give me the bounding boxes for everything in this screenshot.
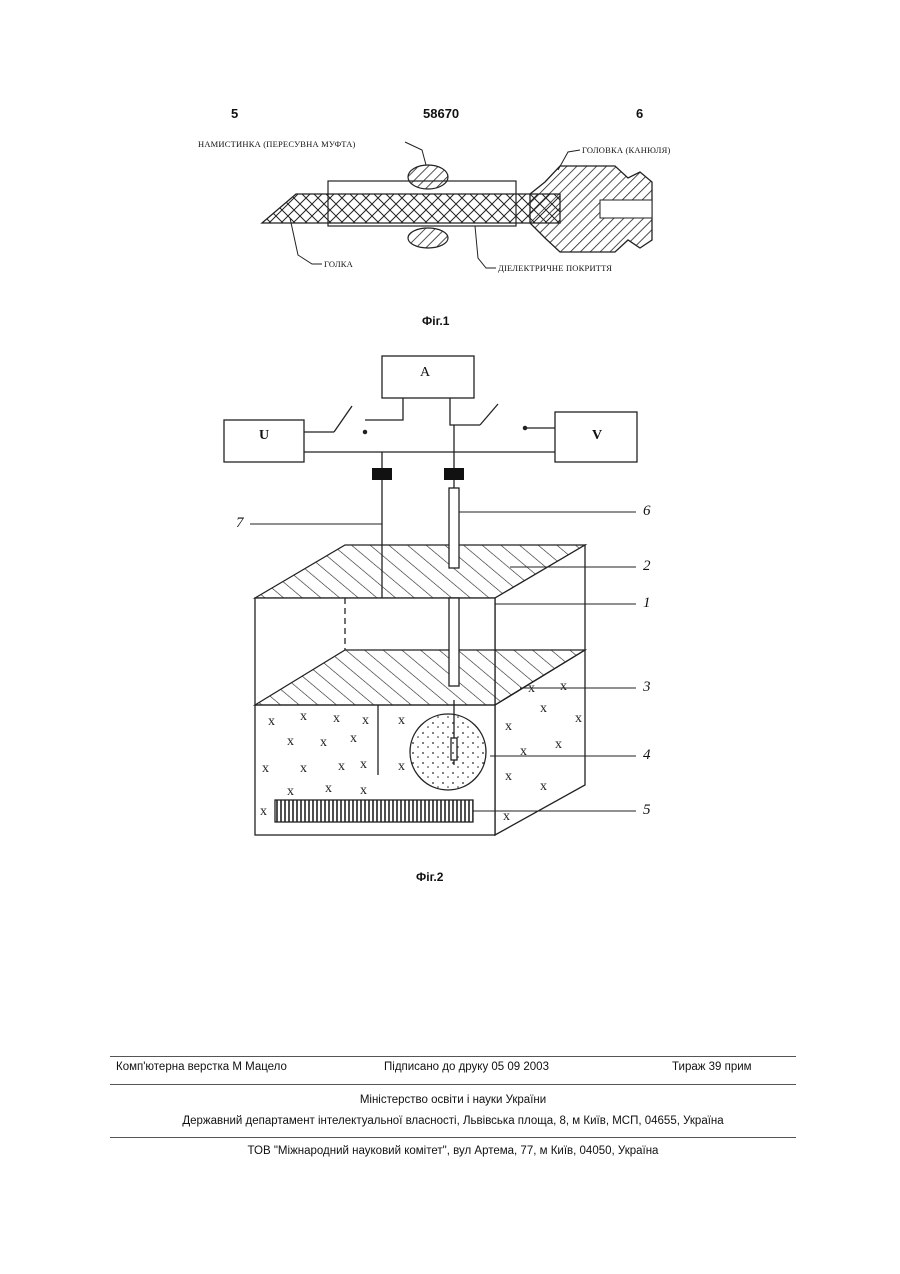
callout-2: 2: [643, 558, 651, 575]
svg-text:x: x: [505, 769, 512, 784]
svg-text:x: x: [268, 714, 275, 729]
fig2-container: [255, 488, 585, 835]
svg-text:x: x: [560, 679, 567, 694]
footer-circulation: Тираж 39 прим: [672, 1061, 752, 1073]
footer-signed: Підписано до друку 05 09 2003: [384, 1061, 549, 1073]
callout-7: 7: [236, 515, 244, 532]
svg-text:x: x: [350, 731, 357, 746]
footer-department: Державний департамент інтелектуальної вл…: [110, 1115, 796, 1127]
footer-rule-bottom: [110, 1137, 796, 1138]
svg-text:x: x: [300, 761, 307, 776]
svg-text:x: x: [360, 757, 367, 772]
callout-6: 6: [643, 503, 651, 520]
label-needle: ГОЛКА: [324, 259, 353, 269]
box-label-v: V: [592, 428, 602, 444]
svg-text:x: x: [287, 734, 294, 749]
svg-text:x: x: [520, 744, 527, 759]
svg-text:x: x: [505, 719, 512, 734]
svg-text:x: x: [362, 713, 369, 728]
svg-text:x: x: [555, 737, 562, 752]
label-coating: ДІЕЛЕКТРИЧНЕ ПОКРИТТЯ: [498, 263, 612, 273]
svg-text:x: x: [320, 735, 327, 750]
svg-text:x: x: [262, 761, 269, 776]
box-label-u: U: [259, 428, 269, 444]
label-sleeve: НАМИСТИНКА (ПЕРЕСУВНА МУФТА): [198, 139, 356, 149]
svg-text:x: x: [260, 804, 267, 819]
fig1-needle-drawing: [262, 142, 652, 268]
label-head: ГОЛОВКА (КАНЮЛЯ): [582, 145, 670, 155]
svg-text:x: x: [540, 779, 547, 794]
footer-rule-middle: [110, 1084, 796, 1085]
svg-text:x: x: [398, 759, 405, 774]
svg-text:x: x: [338, 759, 345, 774]
svg-text:x: x: [540, 701, 547, 716]
connector-right: [444, 468, 464, 480]
fig1-caption: Фіг.1: [422, 314, 449, 328]
callout-1: 1: [643, 595, 651, 612]
footer-typesetting: Комп'ютерна верстка М Мацело: [116, 1061, 287, 1073]
connector-left: [372, 468, 392, 480]
footer-ministry: Міністерство освіти і науки України: [110, 1094, 796, 1106]
svg-text:x: x: [360, 783, 367, 798]
box-label-a: A: [420, 365, 430, 381]
footer-publisher: ТОВ "Міжнародний науковий комітет", вул …: [110, 1145, 796, 1157]
svg-text:x: x: [287, 784, 294, 799]
svg-text:x: x: [575, 711, 582, 726]
svg-text:x: x: [325, 781, 332, 796]
callout-3: 3: [643, 679, 651, 696]
svg-text:x: x: [300, 709, 307, 724]
svg-text:x: x: [398, 713, 405, 728]
fig2-caption: Фіг.2: [416, 870, 443, 884]
callout-4: 4: [643, 747, 651, 764]
footer-rule-top: [110, 1056, 796, 1057]
svg-text:x: x: [333, 711, 340, 726]
callout-5: 5: [643, 802, 651, 819]
